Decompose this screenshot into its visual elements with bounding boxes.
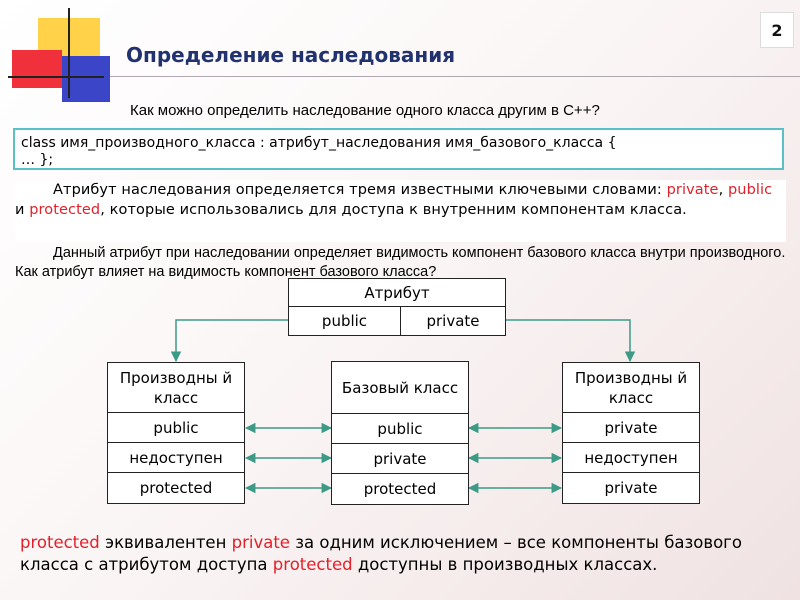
question-text: Как можно определить наследование одного… — [130, 102, 600, 119]
left-derived-row: public — [108, 413, 244, 443]
slide-number: 2 — [760, 12, 794, 48]
keyword-private: private — [666, 182, 719, 198]
keyword-protected: protected — [29, 202, 101, 218]
attribute-option-public: public — [289, 307, 401, 335]
connector-attribute-to-left — [170, 319, 288, 363]
base-class-row: public — [332, 414, 468, 444]
conclusion-part-1: эквивалентен — [99, 533, 232, 552]
right-derived-class-box: Производны й класс private недоступен pr… — [562, 362, 700, 504]
decor-blue-square — [62, 56, 110, 102]
title-divider — [110, 76, 800, 77]
conclusion-part-3: доступны в производных классах. — [352, 555, 658, 574]
keyword-protected: protected — [20, 533, 100, 552]
right-derived-row: private — [563, 413, 699, 443]
base-class-box: Базовый класс public private protected — [331, 361, 469, 505]
base-class-header: Базовый класс — [332, 362, 468, 414]
right-derived-header: Производны й класс — [563, 363, 699, 413]
base-class-row: private — [332, 444, 468, 474]
attribute-box: Атрибут public private — [288, 278, 506, 336]
code-syntax-box: class имя_производного_класса : атрибут_… — [13, 128, 784, 170]
conclusion-text: protected эквивалентен private за одним … — [20, 532, 790, 576]
para1-text-b: , которые использовались для доступа к в… — [100, 202, 687, 218]
para1-sep2: и — [15, 202, 30, 218]
decor-red-square — [12, 50, 62, 88]
left-derived-row: protected — [139, 479, 213, 497]
keyword-public: public — [727, 182, 773, 198]
paragraph-keywords: Атрибут наследования определяется тремя … — [15, 180, 786, 242]
left-derived-class-box: Производны й класс public недоступен pro… — [107, 362, 245, 504]
code-line-2: … }; — [21, 152, 54, 168]
para1-sep1: , — [718, 182, 728, 198]
left-derived-row: недоступен — [108, 443, 244, 473]
conclusion-part-2: за одним исключением – все компоненты ба… — [20, 533, 742, 574]
slide-title: Определение наследования — [126, 43, 456, 67]
base-class-row: protected — [363, 480, 437, 498]
left-derived-header: Производны й класс — [108, 363, 244, 413]
code-line-1: class имя_производного_класса : атрибут_… — [21, 135, 617, 151]
decor-vertical-line — [68, 8, 70, 98]
keyword-private: private — [231, 533, 290, 552]
paragraph-visibility: Данный атрибут при наследовании определя… — [15, 244, 786, 282]
attribute-option-private: private — [426, 312, 480, 330]
para2-text: Данный атрибут при наследовании определя… — [15, 245, 786, 280]
connector-attribute-to-right — [506, 319, 636, 363]
para1-text-a: Атрибут наследования определяется тремя … — [53, 182, 667, 198]
attribute-header: Атрибут — [289, 279, 505, 307]
right-derived-row: недоступен — [563, 443, 699, 473]
keyword-protected: protected — [272, 555, 353, 574]
right-derived-row: private — [604, 479, 658, 497]
decor-horizontal-line — [8, 76, 104, 78]
